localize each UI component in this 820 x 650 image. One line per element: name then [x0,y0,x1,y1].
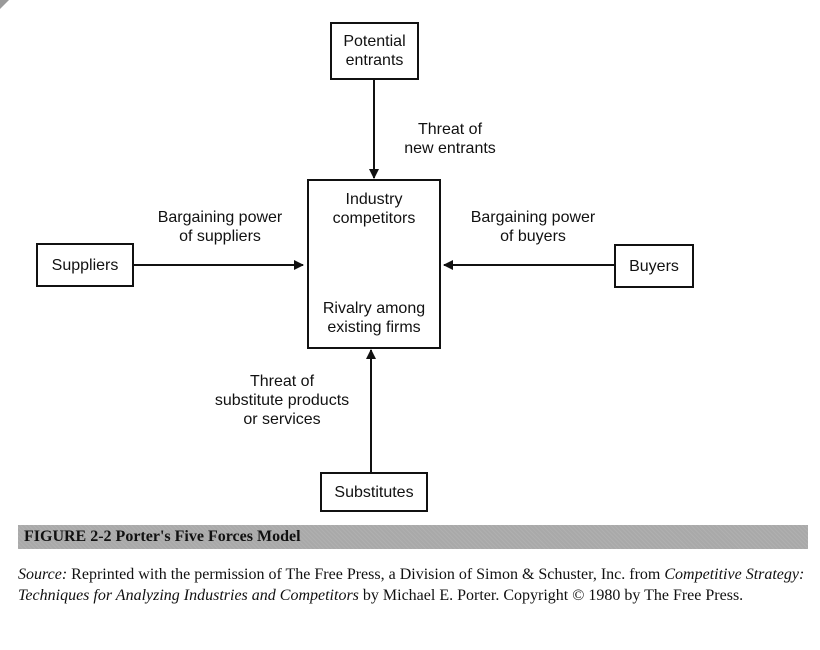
buyers-label: Buyers [629,257,679,275]
rivalry-label: Rivalry among existing firms [322,300,426,336]
source-note: Source: Reprinted with the permission of… [18,564,813,606]
source-label: Source: [18,566,68,583]
industry-competitors-box: Industry competitors Rivalry among exist… [307,179,441,349]
industry-competitors-label: Industry competitors [332,191,416,227]
suppliers-force-label: Bargaining power of suppliers [157,209,283,245]
suppliers-box: Suppliers [36,243,134,287]
potential-entrants-label: Potential entrants [343,33,406,69]
potential-entrants-box: Potential entrants [330,22,419,80]
source-text-2: by Michael E. Porter. Copyright © 1980 b… [358,587,744,604]
buyers-box: Buyers [614,244,694,288]
source-text-1: Reprinted with the permission of The Fre… [67,566,665,583]
substitutes-box: Substitutes [320,472,428,512]
figure-caption-bar: FIGURE 2-2 Porter's Five Forces Model [18,525,808,549]
book-title: Competitive Strategy: Techniques for Ana… [18,566,805,604]
suppliers-label: Suppliers [51,256,119,274]
figure-caption: FIGURE 2-2 Porter's Five Forces Model [24,528,301,545]
buyers-force-label: Bargaining power of buyers [470,209,596,245]
substitutes-label: Substitutes [334,483,414,501]
new-entrants-force-label: Threat of new entrants [404,121,496,157]
page-corner-shadow [0,0,9,9]
substitutes-force-label: Threat of substitute products or service… [214,373,350,428]
